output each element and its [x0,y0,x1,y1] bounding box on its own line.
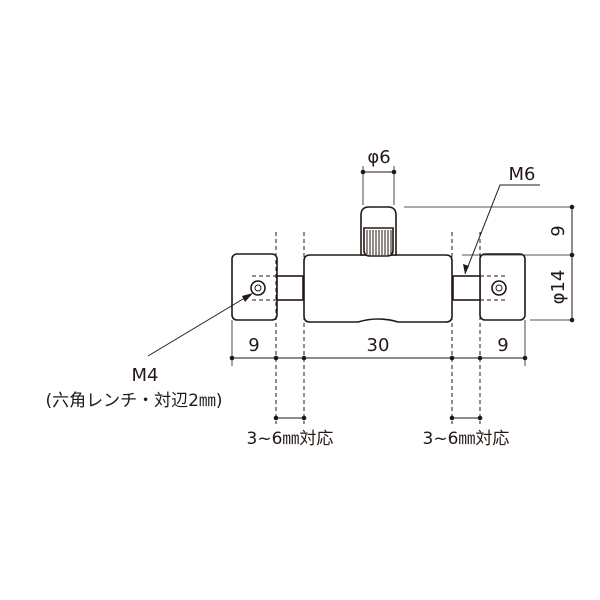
right-block-width-label: 9 [497,335,508,356]
main-body [303,254,453,323]
pin-height-label: 9 [548,225,569,236]
right-clamp-block [452,253,526,321]
left-clamp-block [231,253,304,321]
knurled-pin [360,206,397,257]
dimension-lines [229,169,575,421]
wrench-note-label: (六角レンチ・対辺2㎜) [45,391,222,411]
leader-lines [147,184,540,357]
m6-thread-label: M6 [509,164,536,185]
pin-diameter-label: φ6 [367,147,390,168]
right-thickness-label: 3~6㎜対応 [423,429,510,449]
m4-thread-label: M4 [132,365,159,386]
left-thickness-label: 3~6㎜対応 [247,429,334,449]
body-length-label: 30 [367,335,390,356]
left-block-width-label: 9 [248,335,259,356]
extension-lines [231,166,574,366]
thickness-extension-lines [275,232,481,424]
body-diameter-label: φ14 [548,270,569,305]
